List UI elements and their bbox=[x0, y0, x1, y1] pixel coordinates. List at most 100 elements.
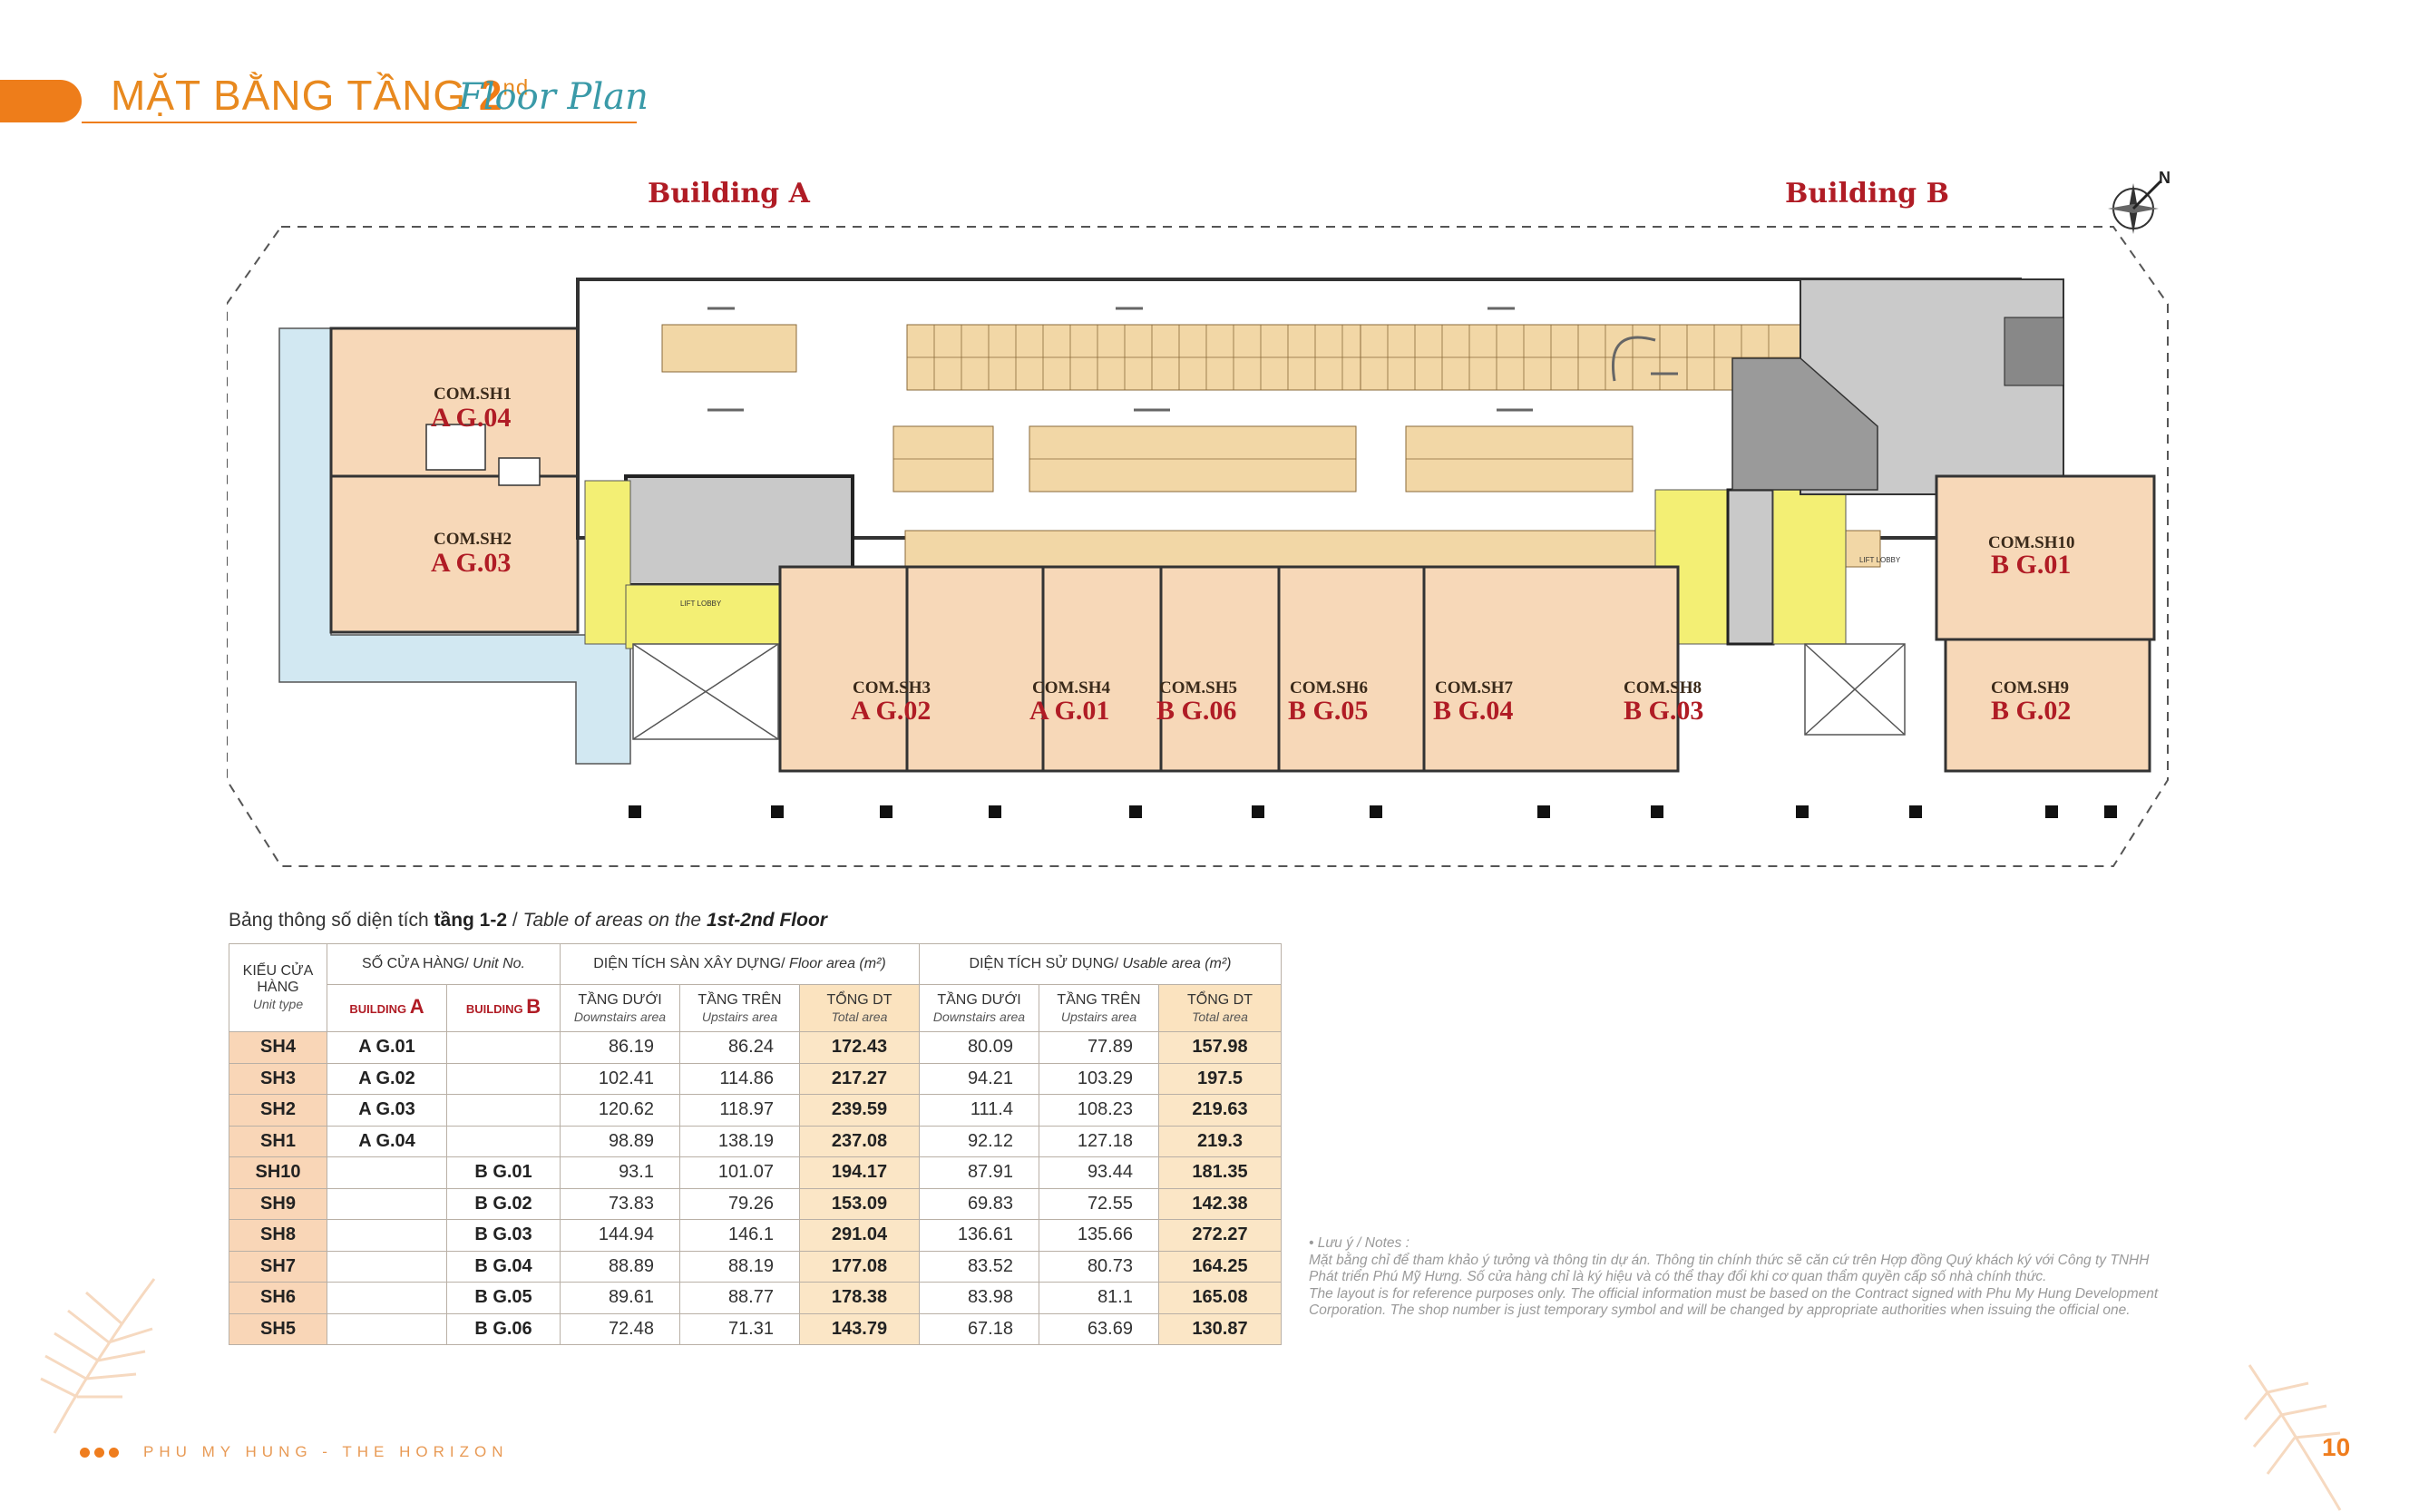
cell-fu: 146.1 bbox=[679, 1219, 800, 1252]
cell-ud: 69.83 bbox=[919, 1187, 1039, 1220]
cell-uu: 72.55 bbox=[1039, 1187, 1159, 1220]
unit-labels: COM.SH1 A G.04 COM.SH2 A G.03 COM.SH3 A … bbox=[431, 385, 2075, 726]
cell-fd: 89.61 bbox=[560, 1282, 680, 1314]
cell-fu: 88.77 bbox=[679, 1282, 800, 1314]
palm-leaf-right-decoration bbox=[2243, 1364, 2342, 1511]
caption-bold: tầng 1-2 bbox=[434, 910, 508, 931]
cell-ft: 143.79 bbox=[799, 1312, 920, 1345]
cell-uu: 77.89 bbox=[1039, 1031, 1159, 1064]
table-caption: Bảng thông số diện tích tầng 1-2 / Table… bbox=[229, 910, 827, 932]
header-unit-type: KIỂU CỬA HÀNG Unit type bbox=[229, 943, 327, 1032]
unit-code-sh9: COM.SH9 bbox=[1991, 678, 2069, 697]
cell-fu: 88.19 bbox=[679, 1250, 800, 1283]
cell-uu: 93.44 bbox=[1039, 1156, 1159, 1189]
cell-b bbox=[446, 1094, 561, 1127]
cell-ft: 239.59 bbox=[799, 1094, 920, 1127]
cell-ud: 83.98 bbox=[919, 1282, 1039, 1314]
header-usable-area-en: Usable area (m²) bbox=[1122, 956, 1232, 971]
header-unit-type-vn: KIỂU CỬA HÀNG bbox=[242, 963, 314, 995]
cell-uu: 127.18 bbox=[1039, 1125, 1159, 1157]
unit-id-sh7: B G.04 bbox=[1433, 696, 1513, 726]
caption-en: Table of areas on the bbox=[522, 910, 702, 931]
cell-a: A G.01 bbox=[327, 1031, 447, 1064]
cell-b bbox=[446, 1062, 561, 1095]
cell-ft: 178.38 bbox=[799, 1282, 920, 1314]
title-script: Floor Plan bbox=[458, 76, 649, 118]
unit-id-sh10: B G.01 bbox=[1991, 550, 2071, 580]
core-b bbox=[1726, 488, 1775, 646]
header-underline bbox=[82, 122, 637, 123]
header-floor-area-vn: DIỆN TÍCH SÀN XÂY DỰNG/ bbox=[593, 956, 785, 971]
cell-ud: 111.4 bbox=[919, 1094, 1039, 1127]
unit-id-sh9: B G.02 bbox=[1991, 696, 2071, 726]
floor-suffix: nd bbox=[502, 75, 530, 101]
notes-en: The layout is for reference purposes onl… bbox=[1309, 1285, 2159, 1319]
header-usable-area-vn: DIỆN TÍCH SỬ DỤNG/ bbox=[969, 956, 1119, 971]
cell-fu: 86.24 bbox=[679, 1031, 800, 1064]
cell-ut: 165.08 bbox=[1157, 1282, 1283, 1314]
floor-number: 2 bbox=[478, 72, 503, 119]
cell-b: B G.06 bbox=[446, 1312, 561, 1345]
cell-ft: 291.04 bbox=[799, 1219, 920, 1252]
unit-code-sh6: COM.SH6 bbox=[1290, 678, 1368, 697]
cell-ft: 237.08 bbox=[799, 1125, 920, 1157]
cell-b: B G.02 bbox=[446, 1187, 561, 1220]
cell-fd: 144.94 bbox=[560, 1219, 680, 1252]
building-b-label: Building B bbox=[1785, 178, 1949, 210]
header-usable-down-vn: TẦNG DƯỚI bbox=[937, 991, 1021, 1008]
cell-ut: 157.98 bbox=[1157, 1031, 1283, 1064]
unit-id-sh6: B G.05 bbox=[1288, 696, 1368, 726]
cell-ut: 181.35 bbox=[1157, 1156, 1283, 1189]
cell-b: B G.01 bbox=[446, 1156, 561, 1189]
unit-code-sh2: COM.SH2 bbox=[434, 530, 512, 549]
page-number: 10 bbox=[2322, 1433, 2351, 1461]
cell-a: A G.04 bbox=[327, 1125, 447, 1157]
header-floor-up-vn: TẦNG TRÊN bbox=[697, 991, 782, 1008]
cell-type: SH7 bbox=[229, 1250, 327, 1283]
cell-ud: 80.09 bbox=[919, 1031, 1039, 1064]
unit-code-sh1: COM.SH1 bbox=[434, 385, 512, 404]
cell-a bbox=[327, 1282, 447, 1314]
notes-vn: Mặt bằng chỉ để tham khảo ý tưởng và thô… bbox=[1309, 1252, 2150, 1285]
cell-ud: 92.12 bbox=[919, 1125, 1039, 1157]
header-building-a-small: BUILDING bbox=[349, 1002, 407, 1016]
cell-type: SH2 bbox=[229, 1094, 327, 1127]
cell-type: SH5 bbox=[229, 1312, 327, 1345]
header-usable-total-en: Total area bbox=[1192, 1009, 1248, 1024]
header-building-b-small: BUILDING bbox=[465, 1002, 523, 1016]
site-boundary bbox=[227, 226, 2169, 867]
cell-ft: 217.27 bbox=[799, 1062, 920, 1095]
cell-b: B G.05 bbox=[446, 1282, 561, 1314]
header-unit-no: SỐ CỬA HÀNG/ Unit No. bbox=[327, 943, 561, 985]
cell-uu: 80.73 bbox=[1039, 1250, 1159, 1283]
header-unit-no-en: Unit No. bbox=[473, 956, 525, 971]
cell-ut: 197.5 bbox=[1157, 1062, 1283, 1095]
cell-a bbox=[327, 1250, 447, 1283]
cell-ft: 153.09 bbox=[799, 1187, 920, 1220]
header-usable-down-en: Downstairs area bbox=[932, 1009, 1026, 1024]
cell-a bbox=[327, 1156, 447, 1189]
palm-leaf-left-decoration bbox=[40, 1278, 156, 1434]
lift-lobby-b bbox=[1772, 489, 1847, 645]
cell-fd: 72.48 bbox=[560, 1312, 680, 1345]
header-unit-no-vn: SỐ CỬA HÀNG/ bbox=[362, 956, 469, 971]
notes: • Lưu ý / Notes : Mặt bằng chỉ để tham k… bbox=[1309, 1235, 2169, 1320]
cell-ud: 136.61 bbox=[919, 1219, 1039, 1252]
header-unit-type-en: Unit type bbox=[252, 997, 304, 1011]
notes-heading: • Lưu ý / Notes : bbox=[1309, 1235, 1409, 1251]
compass-icon: N bbox=[2108, 169, 2170, 234]
header-floor-total-vn: TỔNG DT bbox=[826, 991, 892, 1008]
cell-fu: 79.26 bbox=[679, 1187, 800, 1220]
cell-ut: 164.25 bbox=[1157, 1250, 1283, 1283]
cell-fu: 101.07 bbox=[679, 1156, 800, 1189]
cell-fu: 138.19 bbox=[679, 1125, 800, 1157]
cell-uu: 103.29 bbox=[1039, 1062, 1159, 1095]
cell-ud: 94.21 bbox=[919, 1062, 1039, 1095]
header-floor-up-en: Upstairs area bbox=[701, 1009, 778, 1024]
